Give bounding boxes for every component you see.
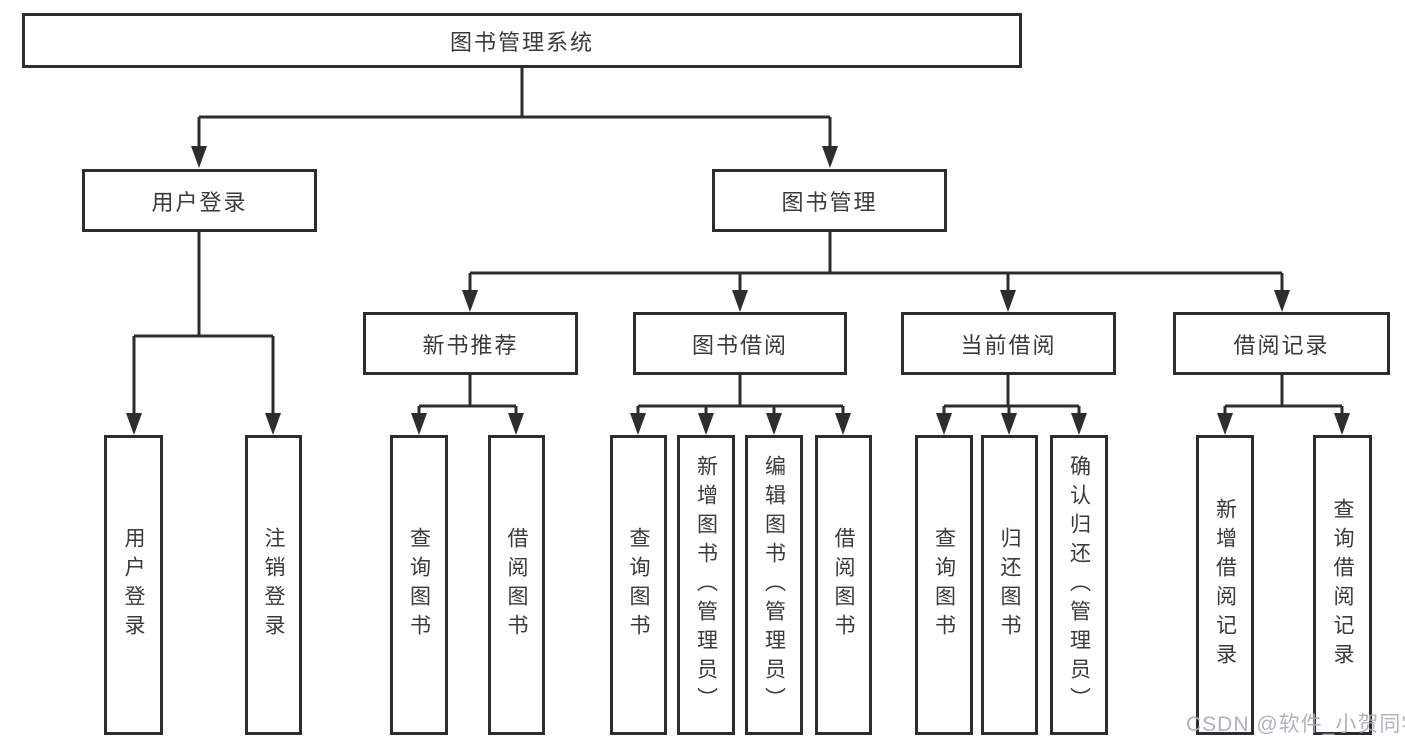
leaf-label: 用户登录 (122, 527, 145, 643)
node-leaf-borrow-books: 借阅图书 (815, 435, 872, 735)
leaf-label: 查询图书 (932, 527, 956, 643)
arrow-icon (1071, 413, 1087, 435)
node-leaf-return-books: 归还图书 (981, 435, 1038, 735)
leaf-label: 查询图书 (627, 527, 650, 643)
leaf-label: 新增图书（管理员） (694, 454, 718, 716)
node-leaf-confirm-return-admin: 确认归还（管理员） (1050, 435, 1108, 735)
node-borrowing-records: 借阅记录 (1173, 312, 1390, 375)
node-leaf-user-login: 用户登录 (104, 435, 163, 735)
leaf-label: 借阅图书 (832, 527, 855, 643)
leaf-label: 查询借阅记录 (1331, 498, 1354, 672)
arrow-icon (766, 413, 782, 435)
arrow-icon (630, 413, 646, 435)
node-leaf-query-books-new: 查询图书 (390, 435, 448, 735)
node-leaf-edit-book-admin: 编辑图书（管理员） (745, 435, 803, 735)
node-leaf-logout: 注销登录 (245, 435, 302, 735)
arrow-icon (698, 413, 714, 435)
arrow-icon (411, 413, 427, 435)
arrow-icon (508, 413, 524, 435)
arrow-icon (191, 146, 207, 168)
node-leaf-query-books-borrow: 查询图书 (610, 435, 667, 735)
node-leaf-add-borrow-record: 新增借阅记录 (1196, 435, 1254, 735)
node-book-management-branch: 图书管理 (712, 169, 947, 232)
node-leaf-add-book-admin: 新增图书（管理员） (677, 435, 735, 735)
leaf-label: 新增借阅记录 (1213, 498, 1237, 672)
leaf-label: 查询图书 (407, 527, 431, 643)
leaf-label: 归还图书 (998, 527, 1021, 643)
arrow-icon (732, 290, 748, 312)
node-user-login-branch: 用户登录 (82, 169, 317, 232)
arrow-icon (1001, 413, 1017, 435)
arrow-icon (1274, 290, 1290, 312)
leaf-label: 注销登录 (262, 527, 285, 643)
leaf-label: 借阅图书 (505, 527, 528, 643)
arrow-icon (1334, 413, 1350, 435)
arrow-icon (822, 146, 838, 168)
arrow-icon (462, 290, 478, 312)
arrow-icon (835, 413, 851, 435)
arrow-icon (1217, 413, 1233, 435)
node-leaf-query-borrow-record: 查询借阅记录 (1313, 435, 1372, 735)
node-book-borrowing: 图书借阅 (633, 312, 847, 375)
node-leaf-borrow-books-new: 借阅图书 (488, 435, 545, 735)
leaf-label: 编辑图书（管理员） (762, 454, 786, 716)
leaf-label: 确认归还（管理员） (1067, 454, 1091, 716)
node-root-system: 图书管理系统 (22, 13, 1022, 68)
arrow-icon (1000, 290, 1016, 312)
node-current-borrowing: 当前借阅 (901, 312, 1116, 375)
arrow-icon (265, 413, 281, 435)
node-leaf-query-books-current: 查询图书 (915, 435, 973, 735)
arrow-icon (126, 413, 142, 435)
csdn-watermark: CSDN @软件_小贺同学 (1186, 713, 1405, 736)
node-new-book-recommend: 新书推荐 (363, 312, 578, 375)
arrow-icon (936, 413, 952, 435)
